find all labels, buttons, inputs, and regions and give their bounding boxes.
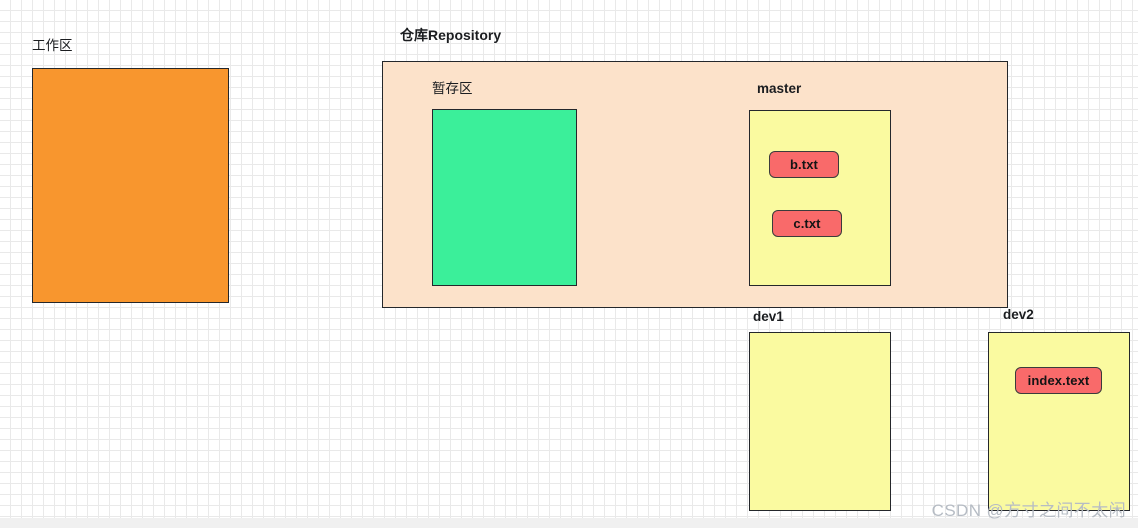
staging-area-box[interactable]	[432, 109, 577, 286]
workspace-box[interactable]	[32, 68, 229, 303]
file-pill-index-text[interactable]: index.text	[1015, 367, 1102, 394]
file-pill-b-txt[interactable]: b.txt	[769, 151, 839, 178]
dev2-branch-label: dev2	[1003, 307, 1034, 322]
staging-area-label: 暂存区	[432, 81, 473, 96]
master-branch-label: master	[757, 81, 802, 96]
dev2-branch-box[interactable]	[988, 332, 1130, 511]
file-pill-c-txt[interactable]: c.txt	[772, 210, 842, 237]
bottom-strip	[0, 518, 1138, 528]
dev1-branch-label: dev1	[753, 309, 784, 324]
dev1-branch-box[interactable]	[749, 332, 891, 511]
workspace-label: 工作区	[32, 38, 73, 53]
watermark: CSDN @方寸之间不太闲	[931, 501, 1126, 520]
repository-label: 仓库Repository	[400, 27, 502, 43]
master-branch-box[interactable]	[749, 110, 891, 286]
